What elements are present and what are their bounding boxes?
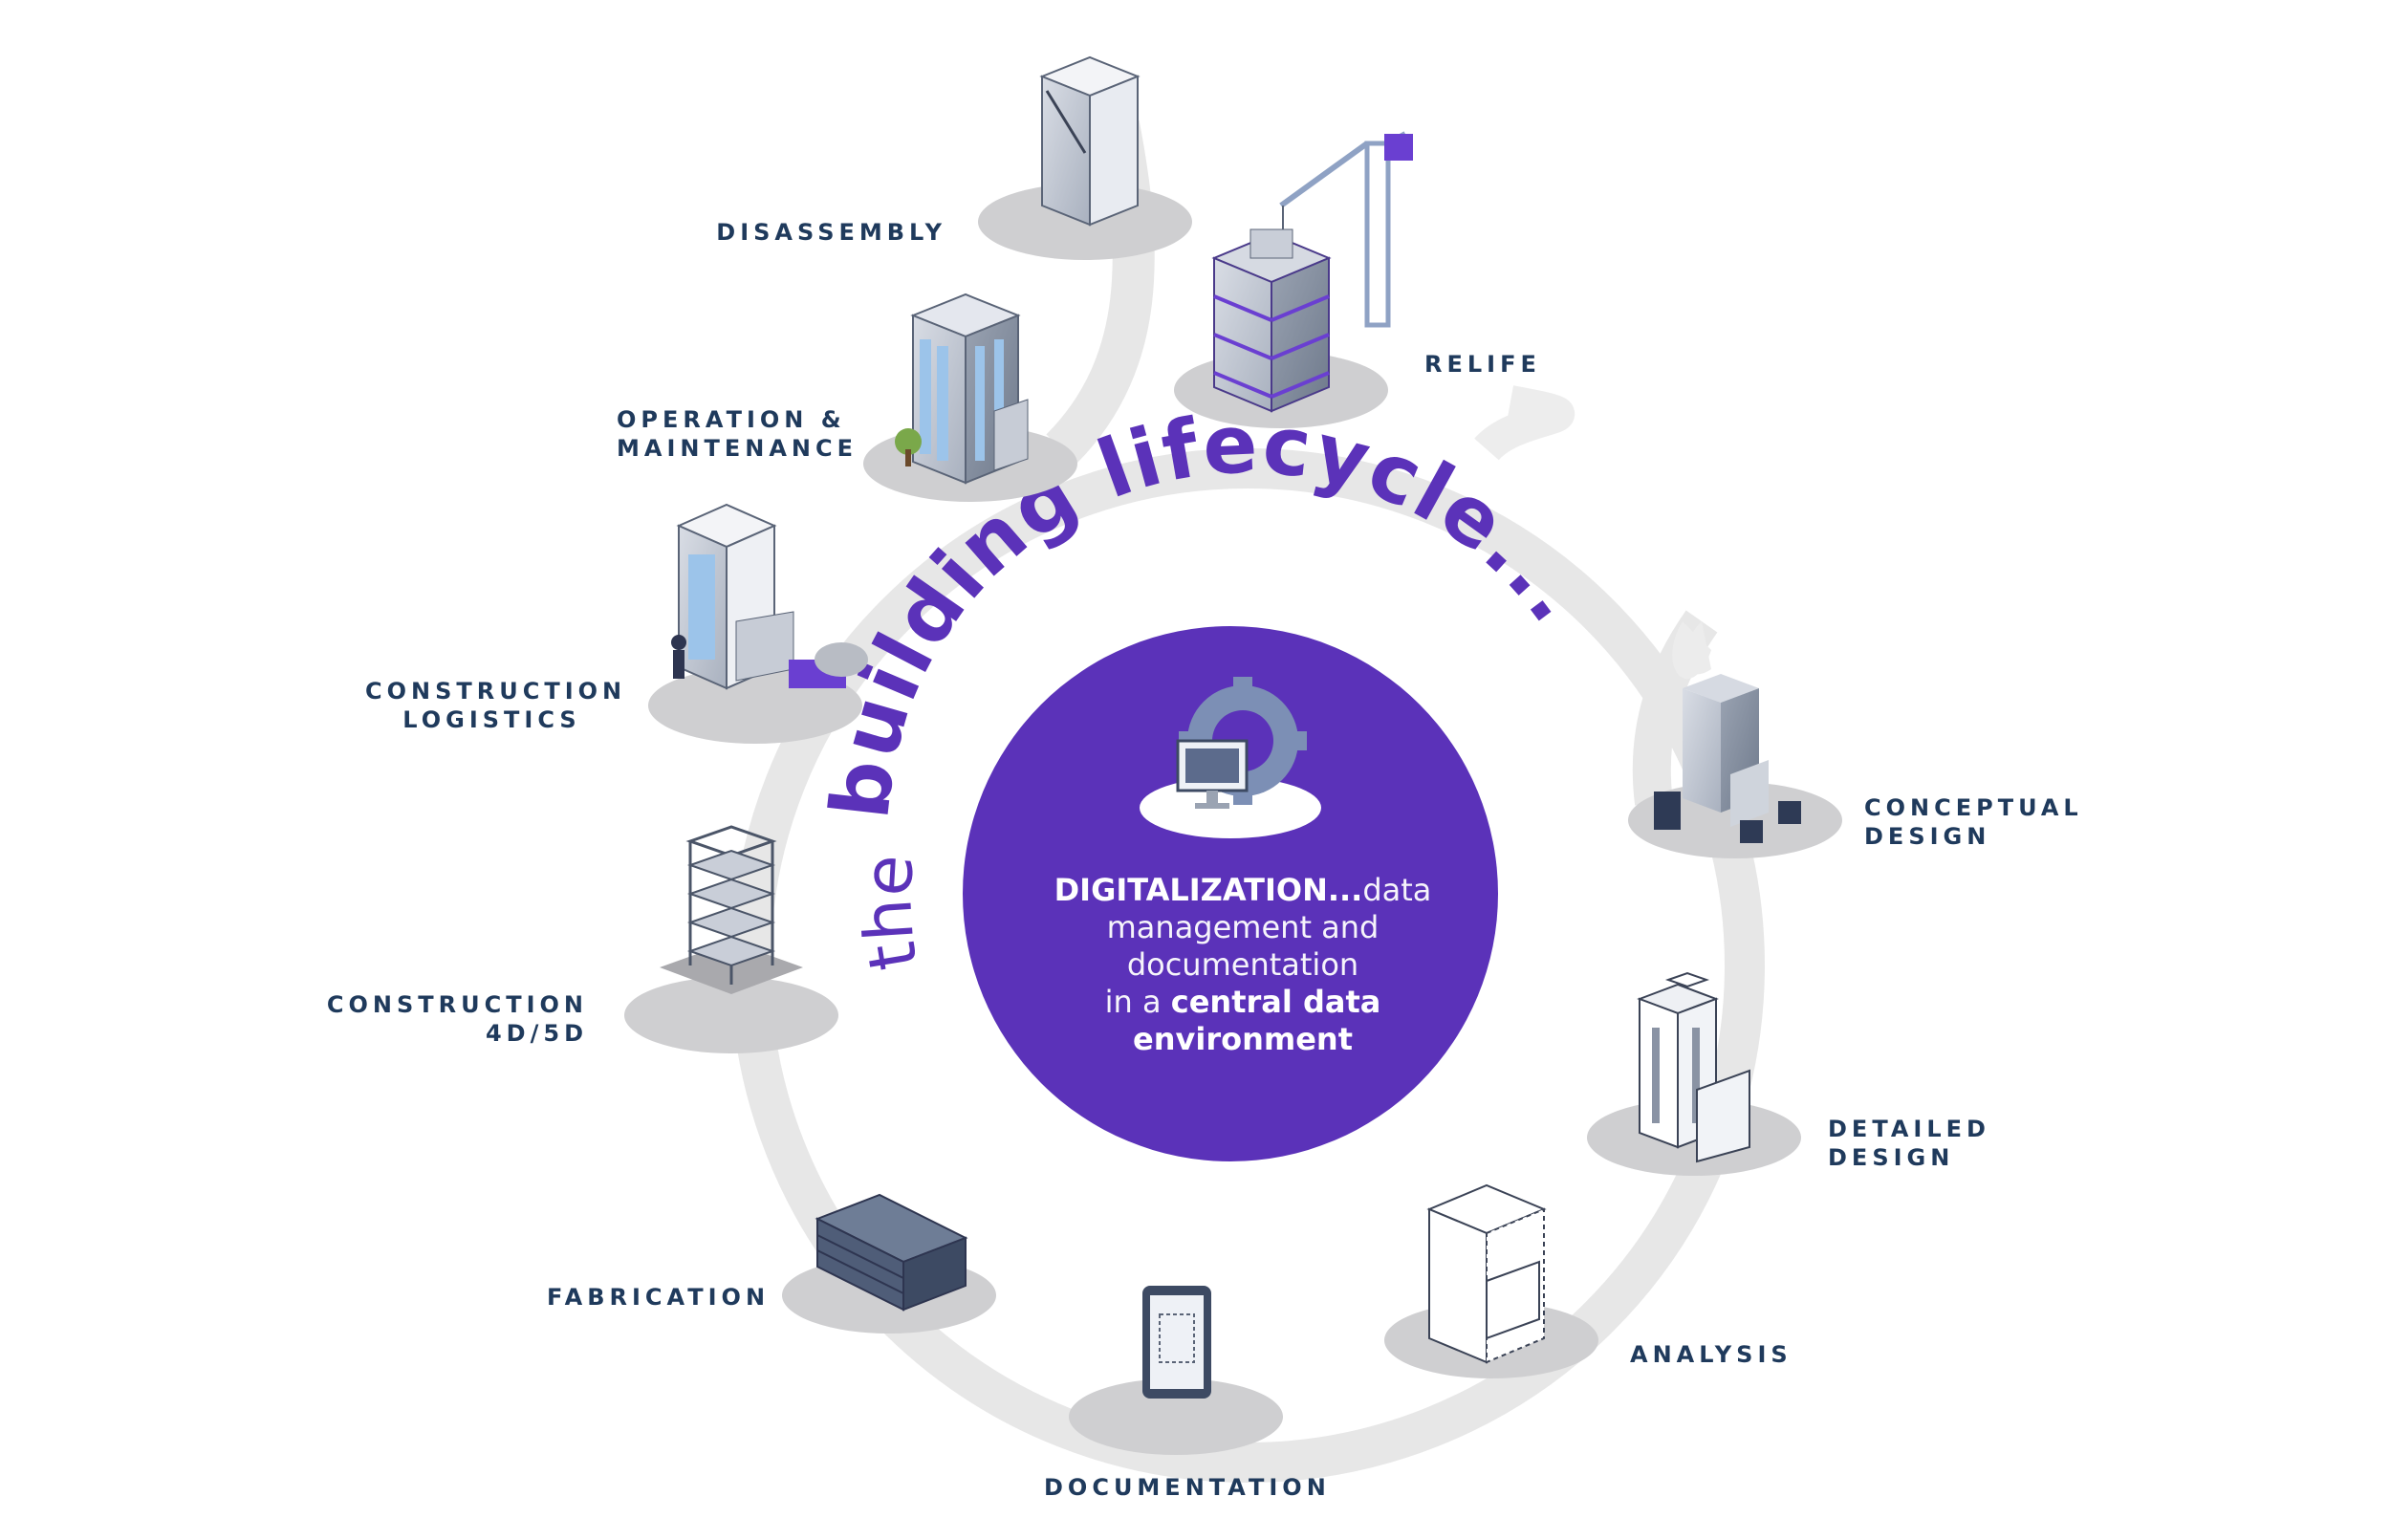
construction-4d5d-illustration (660, 825, 803, 994)
stage-label-relife: RELIFE (1424, 351, 1541, 378)
svg-text:the: the (848, 853, 933, 976)
gear-monitor-icon (1176, 677, 1307, 809)
stage-label-operation: OPERATION & MAINTENANCE (617, 406, 858, 462)
center-heading: DIGITALIZATION... (1054, 872, 1363, 908)
detailed-design-illustration (1637, 971, 1750, 1163)
stage-label-documentation: DOCUMENTATION (1044, 1474, 1331, 1501)
documentation-illustration (1142, 1286, 1211, 1399)
disassembly-illustration (1039, 55, 1141, 227)
fabrication-illustration (815, 1193, 968, 1312)
stage-label-fabrication: FABRICATION (547, 1284, 771, 1311)
stage-label-analysis: ANALYSIS (1630, 1341, 1792, 1368)
stage-label-construction-logistics: CONSTRUCTION LOGISTICS (365, 678, 627, 733)
relife-illustration (1211, 131, 1413, 413)
stage-label-disassembly: DISASSEMBLY (716, 219, 946, 246)
stage-label-conceptual-design: CONCEPTUAL DESIGN (1864, 794, 2083, 850)
center-caption: DIGITALIZATION...data management and doc… (1054, 872, 1432, 1057)
operation-illustration (895, 293, 1029, 485)
conceptual-design-illustration (1654, 621, 1801, 843)
analysis-illustration (1426, 1183, 1547, 1364)
stage-label-construction-4d5d: CONSTRUCTION 4D/5D (326, 991, 588, 1047)
center-disc (963, 626, 1498, 1161)
title-prefix: the (848, 853, 933, 976)
stage-label-detailed-design: DETAILED DESIGN (1828, 1116, 1990, 1171)
construction-logistics-illustration (671, 503, 868, 690)
